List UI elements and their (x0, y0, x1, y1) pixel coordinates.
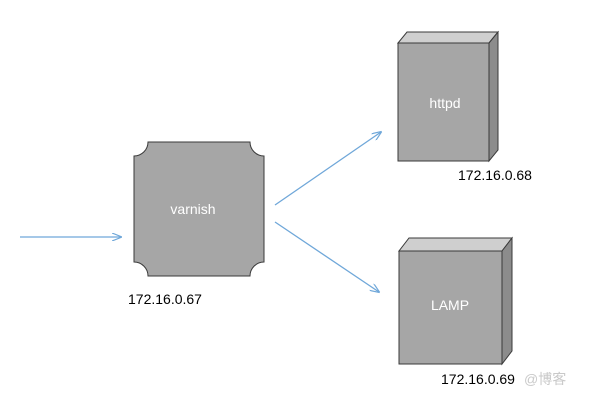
watermark: @博客 (524, 371, 566, 387)
varnish-label: varnish (170, 201, 215, 217)
varnish-node (133, 141, 265, 277)
httpd-ip: 172.16.0.68 (458, 167, 532, 183)
varnish-ip: 172.16.0.67 (128, 291, 202, 307)
httpd-node (396, 30, 500, 163)
lamp-label: LAMP (431, 297, 469, 313)
httpd-label: httpd (429, 95, 460, 111)
lamp-node (397, 236, 514, 366)
edge-varnish-to-httpd (274, 132, 381, 206)
edge-varnish-to-lamp (274, 221, 379, 292)
lamp-ip: 172.16.0.69 (441, 371, 515, 387)
